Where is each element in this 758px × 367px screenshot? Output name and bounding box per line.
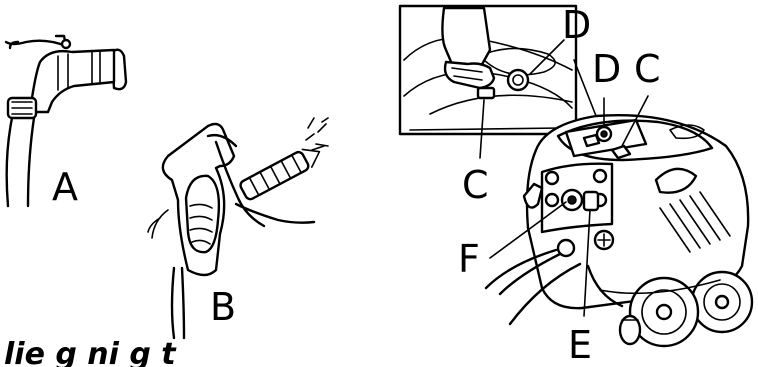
- label-b: B: [210, 285, 236, 329]
- section-heading-fragment: lie g ni g t: [4, 337, 177, 367]
- caster-wheel: [620, 316, 640, 344]
- label-d-inset: D: [562, 3, 591, 47]
- label-d-top: D: [592, 47, 621, 91]
- label-a: A: [52, 165, 78, 209]
- label-e: E: [568, 323, 592, 367]
- label-f: F: [458, 237, 480, 281]
- spray-gun-figure: [148, 118, 328, 338]
- knob-d-inset: [508, 70, 528, 90]
- button-c-inset: [478, 88, 494, 98]
- label-c-top: C: [634, 47, 661, 91]
- label-c-inset: C: [462, 163, 489, 207]
- pressure-dial-e: [584, 192, 598, 210]
- wheel-rear: [692, 272, 752, 332]
